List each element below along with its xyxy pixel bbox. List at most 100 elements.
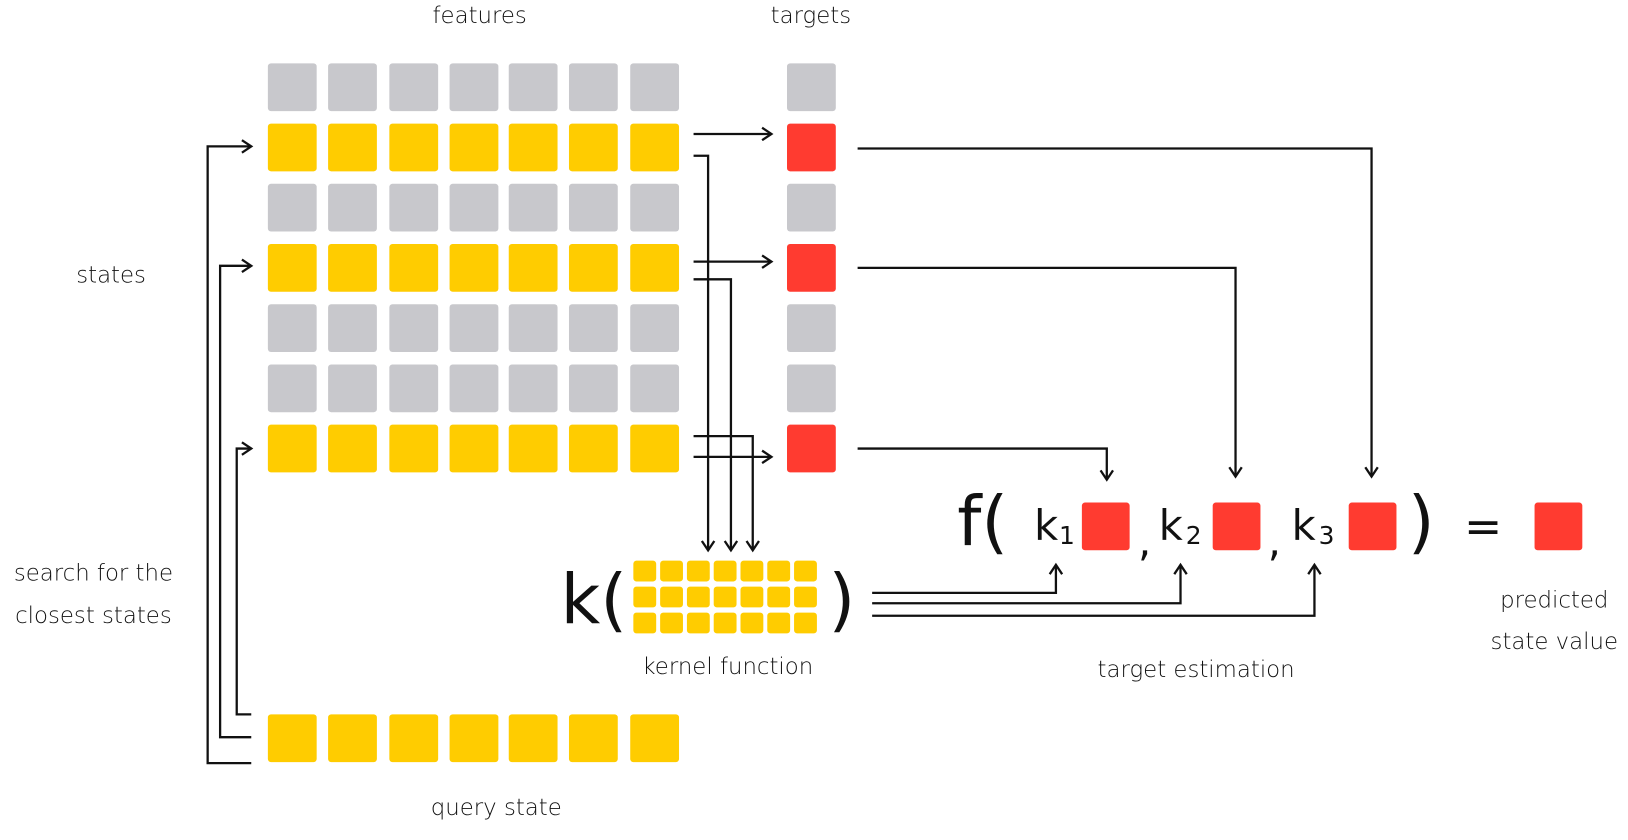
query-state-row [267,714,680,763]
states-label: states [76,262,146,288]
feature-cell [508,304,558,352]
kernel-cell [633,560,657,582]
connector-lines [206,126,1379,765]
feature-cell [267,364,317,413]
selected-feature-cell [389,424,439,473]
feature-cell [568,63,618,112]
feature-cell [508,364,558,413]
kernel-cell [660,612,683,634]
feature-cell [389,304,439,352]
kernel-weight-arrow-3 [872,562,1322,617]
kernel-weight-arrow-1 [872,562,1064,595]
query-cell [389,714,439,763]
selected-feature-cell [568,424,618,473]
targets-label: targets [771,3,852,29]
feature-matrix [267,63,680,473]
query-cell [568,714,618,763]
kernel-cell [713,560,737,582]
target-cell [787,364,836,413]
kernel-close: ) [829,560,856,640]
kernel-grid [633,560,817,634]
kernel-cell [767,560,791,582]
selected-feature-cell [508,244,558,292]
target-cell [787,304,836,352]
weighted-target-2 [1212,502,1261,551]
kernel-cell [713,586,737,608]
k2: k [1159,501,1183,550]
kernel-cell [686,560,710,582]
feature-kernel-arrow-1 [693,154,716,553]
feature-kernel-arrow-2 [693,278,739,553]
selected-feature-cell [449,123,499,172]
kernel-cell [633,612,657,634]
target-f-arrow-1 [857,147,1379,479]
selected-feature-cell [267,424,317,473]
target-estimation-label: target estimation [1098,657,1295,683]
f-close: ) [1408,482,1435,562]
feature-cell [328,183,377,232]
comma-1: , [1138,516,1151,565]
targets-column [787,63,836,473]
kernel-cell [740,560,764,582]
feature-cell [630,63,680,112]
feature-cell [630,183,680,232]
k3-sub: 3 [1319,521,1335,550]
query-state-label: query state [431,795,562,821]
f-open: f( [957,482,1008,562]
feature-cell [568,364,618,413]
selected-target-cell [787,244,836,292]
query-cell [267,714,317,763]
selected-feature-cell [328,244,377,292]
selected-feature-cell [389,123,439,172]
kernel-cell [767,586,791,608]
selected-feature-cell [328,424,377,473]
selected-feature-cell [508,123,558,172]
kernel-cell [660,586,683,608]
selected-feature-cell [267,123,317,172]
kernel-cell [767,612,791,634]
weighted-target-3 [1348,502,1397,551]
selected-feature-cell [630,424,680,473]
features-label: features [433,3,527,29]
feature-cell [449,63,499,112]
selected-feature-cell [508,424,558,473]
selected-feature-cell [267,244,317,292]
target-cell [787,63,836,112]
search-label-line1: search for the [14,560,173,586]
k2-sub: 2 [1186,521,1202,550]
selected-feature-cell [568,123,618,172]
target-f-arrow-2 [857,266,1243,479]
predicted-value [1534,502,1583,551]
feature-cell [449,183,499,232]
predicted-label-line2: state value [1491,629,1618,655]
selected-target-cell [787,123,836,172]
target-f-arrow-3 [857,447,1114,482]
kernel-cell [660,560,683,582]
feature-cell [328,364,377,413]
kernel-cell [794,586,817,608]
equals-sign: = [1464,500,1502,553]
kernel-cell [633,586,657,608]
kernel-cell [794,560,817,582]
kernel-cell [740,612,764,634]
selected-feature-cell [449,424,499,473]
k1-sub: 1 [1059,521,1075,550]
feature-cell [568,183,618,232]
search-label-line2: closest states [15,603,172,629]
target-cell [787,183,836,232]
selected-feature-cell [630,123,680,172]
feature-cell [267,183,317,232]
feature-cell [508,183,558,232]
query-cell [328,714,377,763]
kernel-cell [713,612,737,634]
feature-cell [568,304,618,352]
selected-feature-cell [389,244,439,292]
kernel-weight-arrow-2 [872,562,1188,605]
k3: k [1292,501,1316,550]
predicted-label-line1: predicted [1500,587,1608,613]
weighted-target-1 [1081,502,1130,551]
feature-kernel-arrow-3 [693,434,760,553]
selected-feature-cell [568,244,618,292]
feature-cell [449,364,499,413]
